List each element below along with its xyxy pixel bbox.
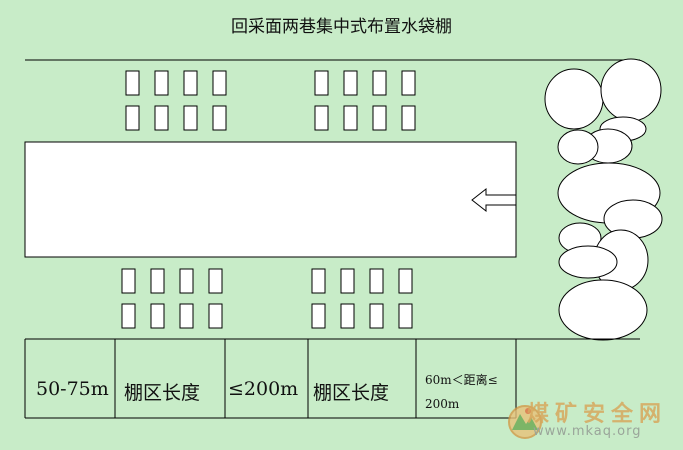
water-bag xyxy=(369,268,384,294)
water-bag xyxy=(343,70,358,96)
table-cell-length-value: 50-75m xyxy=(36,378,109,400)
diagram-title: 回采面两巷集中式布置水袋棚 xyxy=(231,17,452,37)
advance-arrow-icon xyxy=(471,187,517,213)
watermark-logo-icon xyxy=(508,405,542,439)
table-cell-max-value: ≤200m xyxy=(228,378,299,400)
water-bag xyxy=(372,70,387,96)
water-bag xyxy=(369,303,384,329)
working-face xyxy=(24,141,517,258)
water-bag xyxy=(372,105,387,131)
goaf-rock-pile xyxy=(544,58,663,341)
water-bag xyxy=(212,105,227,131)
water-bag xyxy=(212,70,227,96)
table-cell-zone-label: 棚区长度 xyxy=(124,382,201,404)
table-cell-distance-line1: 60m＜距离≤ xyxy=(425,373,498,387)
water-bag xyxy=(179,268,194,294)
water-bag xyxy=(183,105,198,131)
watermark-url: www.mkaq.org xyxy=(533,424,642,439)
water-bag xyxy=(150,303,165,329)
water-bag xyxy=(311,268,326,294)
water-bag xyxy=(154,105,169,131)
water-bag-group-upper-right xyxy=(314,70,416,131)
rock xyxy=(558,245,618,279)
rock xyxy=(557,129,599,165)
distance-table xyxy=(24,338,640,419)
water-bag xyxy=(398,268,413,294)
water-bag xyxy=(121,303,136,329)
water-bag xyxy=(154,70,169,96)
table-cell-zone-label-2: 棚区长度 xyxy=(313,382,390,404)
water-bag xyxy=(183,70,198,96)
water-bag xyxy=(121,268,136,294)
water-bag xyxy=(340,303,355,329)
table-cell-distance-line2: 200m xyxy=(425,397,460,411)
rock xyxy=(544,68,604,130)
water-bag xyxy=(208,303,223,329)
watermark: 煤矿安全网 www.mkaq.org xyxy=(493,394,673,444)
water-bag-group-lower-left xyxy=(121,268,223,329)
rock xyxy=(600,58,662,122)
water-bag xyxy=(398,303,413,329)
water-bag xyxy=(401,105,416,131)
water-bag xyxy=(208,268,223,294)
water-bag xyxy=(340,268,355,294)
water-bag xyxy=(150,268,165,294)
water-bag-group-lower-right xyxy=(311,268,413,329)
water-bag xyxy=(314,105,329,131)
water-bag xyxy=(314,70,329,96)
water-bag xyxy=(125,105,140,131)
rock xyxy=(558,279,648,341)
water-bag-group-upper-left xyxy=(125,70,227,131)
water-bag xyxy=(179,303,194,329)
water-bag xyxy=(401,70,416,96)
watermark-brand: 煤矿安全网 xyxy=(527,401,668,427)
water-bag xyxy=(343,105,358,131)
water-bag xyxy=(311,303,326,329)
water-bag xyxy=(125,70,140,96)
